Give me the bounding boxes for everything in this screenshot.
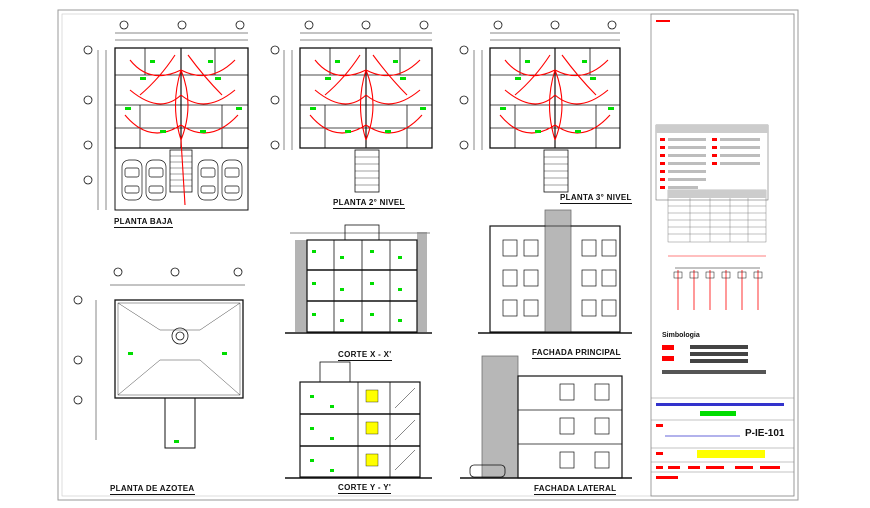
floor-plan-planta-3-nivel <box>459 20 621 193</box>
load-table <box>667 189 767 243</box>
floor-plan-planta-baja <box>83 20 249 211</box>
simbologia-title: Simbologia <box>662 332 700 339</box>
sheet-inner-border <box>61 13 795 497</box>
sheet-border <box>57 9 799 501</box>
title-block-bottom <box>651 20 794 479</box>
label-corte-x: CORTE X - X' <box>338 350 392 361</box>
floor-plan-planta-2-nivel <box>270 20 433 193</box>
section-corte-x <box>285 224 432 334</box>
facade-lateral <box>460 355 632 479</box>
single-line-diagram <box>668 255 766 310</box>
label-corte-y: CORTE Y - Y' <box>338 483 392 494</box>
label-planta-baja: PLANTA BAJA <box>114 217 173 228</box>
sheet-code: P-IE-101 <box>745 428 785 439</box>
label-planta-2-nivel: PLANTA 2° NIVEL <box>333 198 405 209</box>
section-corte-y <box>285 361 432 479</box>
title-block-frame <box>650 13 795 497</box>
facade-principal <box>478 209 632 334</box>
label-planta-3-nivel: PLANTA 3° NIVEL <box>560 193 632 204</box>
label-fachada-lateral: FACHADA LATERAL <box>534 484 617 495</box>
legend-table <box>655 124 769 201</box>
simbologia-bars <box>662 345 766 374</box>
floor-plan-azotea <box>73 267 245 449</box>
label-planta-azotea: PLANTA DE AZOTEA <box>110 484 195 495</box>
label-fachada-principal: FACHADA PRINCIPAL <box>532 348 621 359</box>
